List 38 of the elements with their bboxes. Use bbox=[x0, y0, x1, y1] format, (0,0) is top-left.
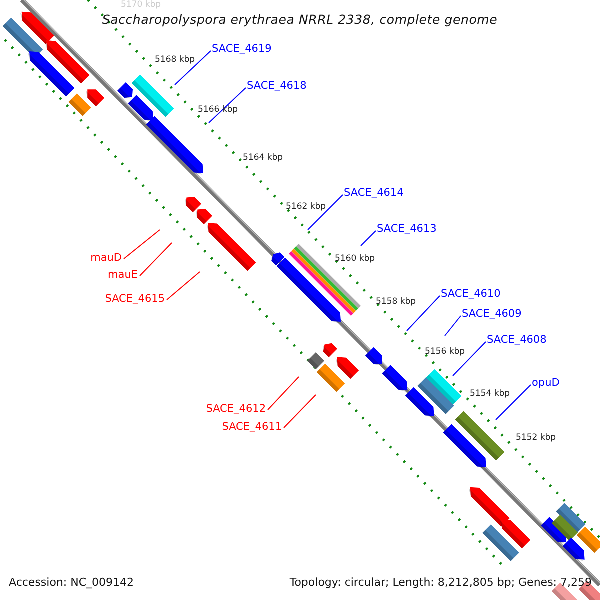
position-tick-label: 5168 kbp bbox=[155, 55, 196, 65]
leader-line bbox=[452, 342, 486, 376]
gene-label: SACE_4614 bbox=[344, 187, 404, 199]
leader-line bbox=[140, 242, 172, 276]
gene-label: SACE_4612 bbox=[206, 403, 266, 415]
leader-line bbox=[406, 296, 440, 332]
position-tick-label: 5162 kbp bbox=[286, 202, 326, 212]
position-tick-label: 5164 kbp bbox=[243, 153, 284, 163]
leader-line bbox=[444, 316, 462, 336]
gene-label: SACE_4610 bbox=[441, 288, 501, 300]
gene-label: SACE_4618 bbox=[247, 80, 307, 92]
gene-label: SACE_4608 bbox=[487, 334, 547, 346]
gene-label: mauD bbox=[90, 252, 122, 264]
leader-line bbox=[174, 50, 212, 86]
leader-line bbox=[268, 376, 300, 410]
leader-line bbox=[208, 88, 246, 124]
position-tick-label: 5156 kbp bbox=[425, 347, 466, 357]
position-tick-label: 5166 kbp bbox=[198, 105, 238, 115]
gene-label: opuD bbox=[532, 377, 560, 389]
gene-label: SACE_4615 bbox=[105, 293, 165, 305]
leader-line bbox=[360, 230, 376, 246]
leader-line bbox=[166, 272, 200, 300]
leader-line bbox=[124, 230, 160, 260]
gene-label: mauE bbox=[108, 269, 138, 281]
position-tick-label: 5158 kbp bbox=[376, 297, 416, 307]
genome-info-text: Accession: NC_009142 bbox=[9, 576, 134, 590]
gene-label: SACE_4609 bbox=[462, 308, 522, 320]
map-title: Saccharopolyspora erythraea NRRL 2338, complete genome bbox=[101, 12, 499, 27]
gene-label: SACE_4611 bbox=[222, 421, 282, 433]
leader-line bbox=[308, 194, 344, 230]
gene-label: SACE_4613 bbox=[377, 223, 437, 235]
genome-info-text: Topology: circular; Length: 8,212,805 bp; Genes: 7,259 bbox=[290, 576, 592, 590]
position-tick-label: 5160 kbp bbox=[335, 254, 376, 264]
gene-label: SACE_4619 bbox=[212, 43, 272, 55]
leader-line bbox=[496, 384, 532, 420]
position-tick-label: 5154 kbp bbox=[470, 389, 510, 399]
leader-line bbox=[284, 394, 316, 428]
position-tick-label: 5152 kbp bbox=[516, 433, 556, 443]
